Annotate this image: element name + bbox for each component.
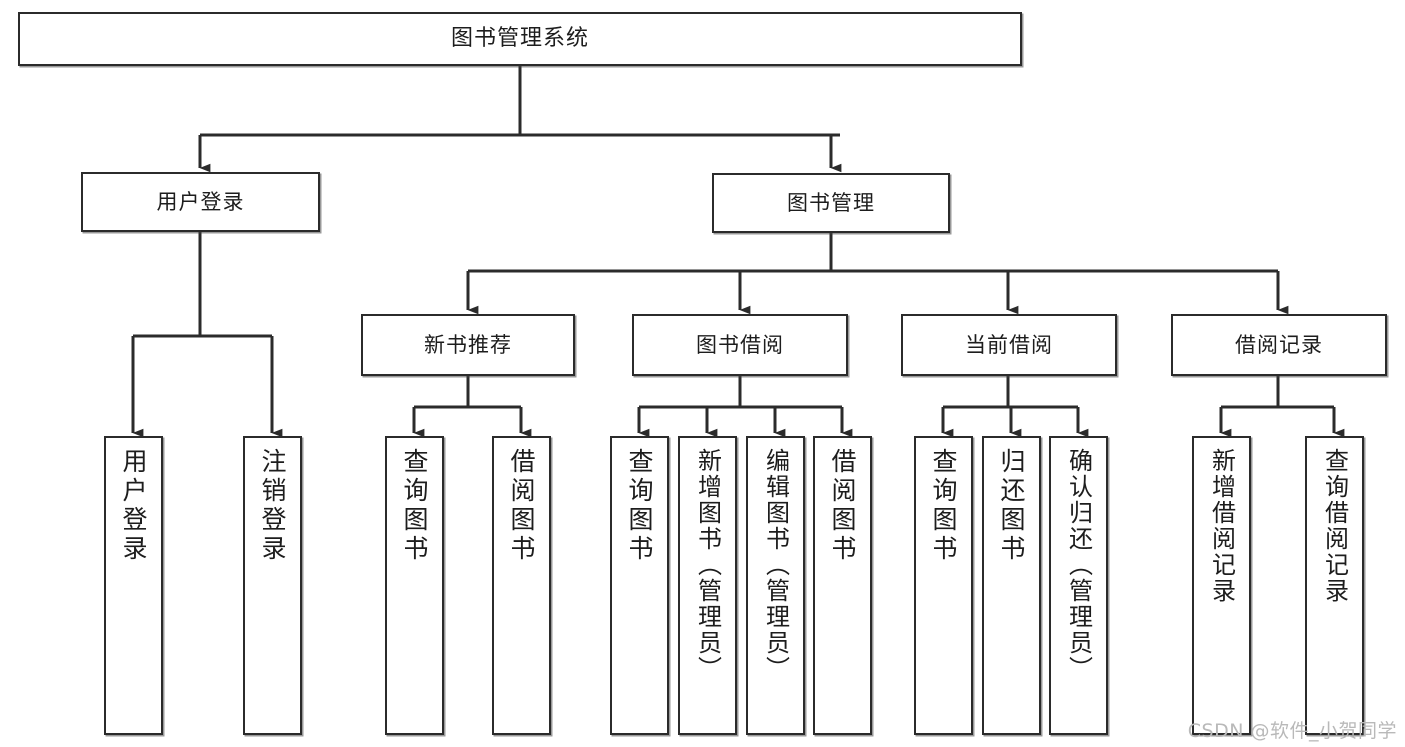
node-label: 查询图书 [929, 448, 958, 564]
leaf-query-book-borrow[interactable]: 查询图书 [610, 436, 669, 735]
node-book-management[interactable]: 图书管理 [712, 173, 950, 233]
node-label: 新增图书（管理员） [693, 448, 722, 682]
node-label: 图书管理 [787, 190, 875, 215]
leaf-confirm-return-admin[interactable]: 确认归还（管理员） [1049, 436, 1108, 735]
node-label: 查询借阅记录 [1320, 448, 1349, 604]
node-label: 借阅图书 [507, 448, 536, 564]
leaf-user-login[interactable]: 用户登录 [104, 436, 163, 735]
node-label: 用户登录 [156, 189, 245, 214]
node-root-system[interactable]: 图书管理系统 [18, 12, 1022, 66]
leaf-add-book-admin[interactable]: 新增图书（管理员） [678, 436, 737, 735]
leaf-edit-book-admin[interactable]: 编辑图书（管理员） [746, 436, 805, 735]
node-label: 查询图书 [625, 448, 654, 564]
node-label: 编辑图书（管理员） [761, 448, 790, 682]
node-label: 借阅图书 [828, 448, 857, 564]
leaf-borrow-book-recommend[interactable]: 借阅图书 [492, 436, 551, 735]
node-label: 归还图书 [997, 448, 1026, 564]
leaf-query-book-current[interactable]: 查询图书 [914, 436, 973, 735]
leaf-return-book[interactable]: 归还图书 [982, 436, 1041, 735]
node-label: 查询图书 [400, 448, 429, 564]
node-label: 确认归还（管理员） [1064, 448, 1093, 682]
node-book-borrow[interactable]: 图书借阅 [632, 314, 848, 376]
node-label: 图书借阅 [696, 332, 784, 357]
node-label: 新书推荐 [424, 332, 512, 357]
node-label: 当前借阅 [965, 332, 1053, 357]
node-label: 借阅记录 [1235, 332, 1323, 357]
leaf-query-borrow-record[interactable]: 查询借阅记录 [1305, 436, 1364, 735]
node-label: 用户登录 [119, 448, 148, 564]
node-label: 注销登录 [258, 448, 287, 564]
node-label: 图书管理系统 [450, 26, 589, 52]
leaf-borrow-book[interactable]: 借阅图书 [813, 436, 872, 735]
leaf-query-book-recommend[interactable]: 查询图书 [385, 436, 444, 735]
leaf-logout[interactable]: 注销登录 [243, 436, 302, 735]
node-current-borrow[interactable]: 当前借阅 [901, 314, 1117, 376]
leaf-add-borrow-record[interactable]: 新增借阅记录 [1192, 436, 1251, 735]
node-label: 新增借阅记录 [1207, 448, 1236, 604]
node-borrow-record[interactable]: 借阅记录 [1171, 314, 1387, 376]
node-new-book-recommend[interactable]: 新书推荐 [361, 314, 575, 376]
watermark-text: CSDN @软件_小贺同学 [1187, 720, 1397, 742]
node-user-login[interactable]: 用户登录 [81, 172, 320, 232]
